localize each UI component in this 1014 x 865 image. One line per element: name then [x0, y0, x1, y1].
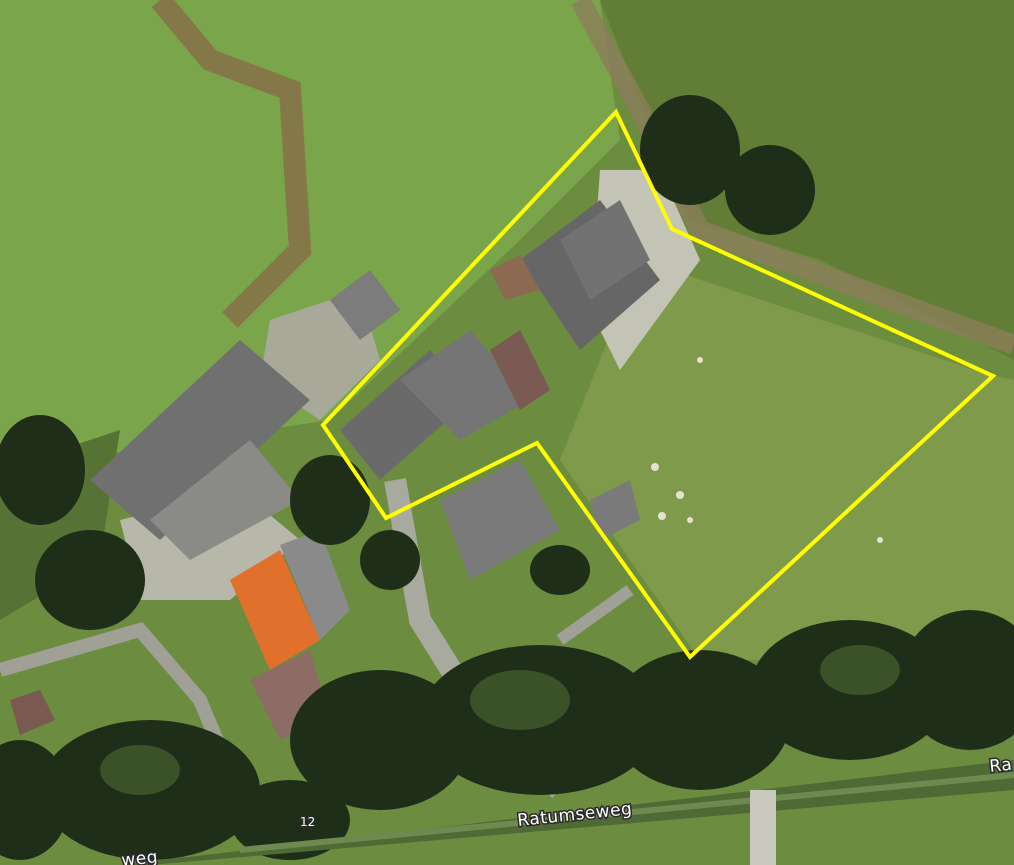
road-label-right-partial: Ra [988, 755, 1013, 777]
crossing-path [750, 790, 776, 865]
road-number-label: 12 [300, 815, 315, 829]
dirt-track [151, 0, 312, 328]
buildings [10, 200, 660, 740]
pasture-east [560, 260, 1014, 660]
driveway [556, 585, 634, 645]
tree-canopy [0, 95, 1014, 860]
tree-highlights [100, 645, 900, 795]
property-boundary[interactable] [320, 108, 997, 661]
grazing-animals [651, 357, 883, 543]
main-road-edge [239, 772, 1014, 853]
road-label-left-partial: weg [120, 847, 159, 865]
